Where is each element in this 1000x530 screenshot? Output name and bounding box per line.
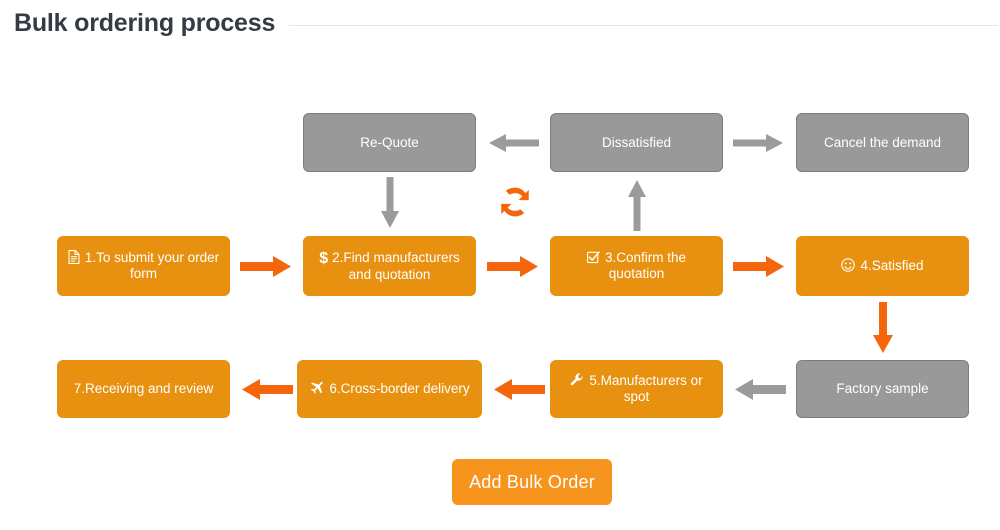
flow-node-re-quote[interactable]: Re-Quote [303, 113, 476, 172]
page-header: Bulk ordering process [0, 0, 1000, 46]
airplane-icon [311, 381, 324, 394]
flow-node-label: 3.Confirm the quotation [604, 250, 687, 281]
flow-node-step-3[interactable]: 3.Confirm the quotation [550, 236, 723, 296]
arrow-dissatisfied-to-cancel [733, 132, 785, 154]
flow-node-label-wrap: 5.Manufacturers or spot [558, 373, 715, 405]
document-icon [68, 250, 80, 264]
flow-node-label: 7.Receiving and review [73, 381, 214, 396]
arrow-step-3-to-step-4 [733, 255, 786, 278]
flow-node-label-wrap: 6.Cross-border delivery [309, 381, 470, 397]
flow-node-label-wrap: 1.To submit your order form [65, 250, 222, 282]
flow-node-step-5[interactable]: 5.Manufacturers or spot [550, 360, 723, 418]
flow-node-label: Dissatisfied [601, 134, 672, 150]
flow-node-label-wrap: 3.Confirm the quotation [558, 250, 715, 282]
flow-node-label-wrap: 4.Satisfied [841, 258, 924, 274]
flow-node-label: Factory sample [836, 381, 929, 396]
arrow-step-3-to-dissatisfied [625, 177, 649, 231]
checkbox-checked-icon [586, 251, 600, 264]
flow-node-label: 2.Find manufacturers and quotation [332, 249, 460, 282]
smiley-icon [841, 258, 856, 272]
refresh-loop-icon [494, 181, 536, 228]
add-bulk-order-button[interactable]: Add Bulk Order [452, 459, 612, 505]
dollar-icon: $ [319, 249, 329, 267]
arrow-step-5-to-step-6 [492, 378, 545, 401]
arrow-factory-sample-to-step-5 [733, 378, 786, 401]
flow-node-label: 5.Manufacturers or spot [589, 373, 703, 404]
page-title: Bulk ordering process [14, 9, 276, 37]
flow-node-step-1[interactable]: 1.To submit your order form [57, 236, 230, 296]
flow-node-factory-sample[interactable]: Factory sample [796, 360, 969, 418]
flow-node-label: 6.Cross-border delivery [329, 381, 470, 396]
arrow-step-1-to-step-2 [240, 255, 293, 278]
arrow-step-6-to-step-7 [240, 378, 293, 401]
flow-node-label: Cancel the demand [823, 134, 942, 150]
arrow-step-2-to-step-3 [487, 255, 540, 278]
flow-node-step-6[interactable]: 6.Cross-border delivery [297, 360, 482, 418]
flow-node-step-7[interactable]: 7.Receiving and review [57, 360, 230, 418]
flow-node-step-2[interactable]: $2.Find manufacturers and quotation [303, 236, 476, 296]
flow-node-cancel-the-demand[interactable]: Cancel the demand [796, 113, 969, 172]
header-divider [289, 24, 998, 26]
wrench-icon [571, 373, 583, 386]
flow-node-label: 1.To submit your order form [84, 250, 220, 281]
arrow-dissatisfied-to-re-quote [487, 132, 539, 154]
arrow-re-quote-to-step-2 [378, 177, 402, 231]
flow-node-dissatisfied[interactable]: Dissatisfied [550, 113, 723, 172]
flow-node-step-4[interactable]: 4.Satisfied [796, 236, 969, 296]
flow-node-label: 4.Satisfied [860, 258, 924, 273]
flow-node-label: Re-Quote [360, 134, 419, 150]
flow-node-label-wrap: $2.Find manufacturers and quotation [311, 250, 468, 283]
process-flow-diagram: Re-Quote Dissatisfied Cancel the demand … [0, 46, 1000, 530]
arrow-step-4-to-factory-sample [871, 302, 895, 355]
